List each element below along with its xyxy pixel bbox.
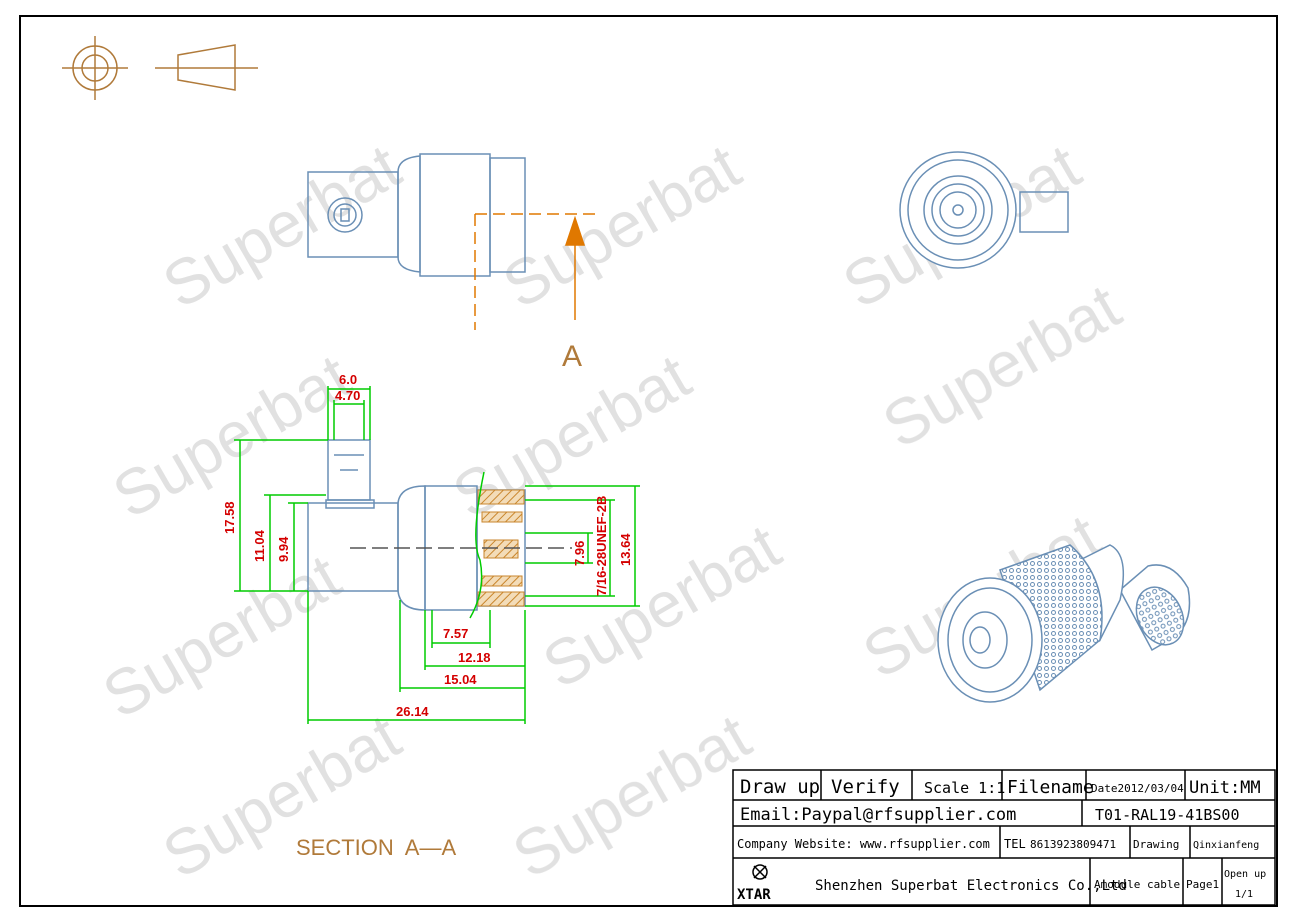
- dim-height-inner: 9.94: [276, 536, 291, 562]
- front-view: [899, 151, 1069, 269]
- dim-pin-width: 4.70: [335, 388, 360, 403]
- dim-len-c: 15.04: [444, 672, 477, 687]
- break-line: [469, 471, 485, 619]
- title-block: [732, 769, 1276, 906]
- tb-draw-up: Draw up: [740, 776, 820, 798]
- tb-brand: XTAR: [737, 887, 771, 903]
- watermark-text: Superbat: [501, 700, 762, 892]
- dim-len-a: 7.57: [443, 626, 468, 641]
- tb-unit: Unit:MM: [1189, 778, 1261, 798]
- dim-top-width: 6.0: [339, 372, 357, 387]
- tb-date: Date2012/03/04: [1091, 782, 1184, 795]
- section-hatching: [477, 489, 525, 607]
- tb-company: Shenzhen Superbat Electronics Co.,Ltd: [815, 878, 1127, 894]
- watermark-text: Superbat: [91, 540, 352, 732]
- tb-open-up: Open up: [1224, 869, 1266, 880]
- dimension-labels: 6.0 4.70 17.58 11.04 9.94 7.96 7/16-28UN…: [222, 372, 633, 719]
- tb-cable: Amodule cable: [1094, 878, 1180, 891]
- tb-filename-label: Filename: [1007, 777, 1094, 798]
- projection-symbol: [62, 36, 258, 100]
- connector-3d-view: [937, 544, 1191, 703]
- watermark-text: Superbat: [151, 130, 412, 322]
- tb-email: Email:Paypal@rfsupplier.com: [740, 805, 1016, 825]
- watermark-text: Superbat: [491, 130, 752, 322]
- dim-len-total: 26.14: [396, 704, 429, 719]
- tb-scale: Scale 1:1: [924, 779, 1005, 797]
- watermark-text: Superbat: [871, 270, 1132, 462]
- dim-len-b: 12.18: [458, 650, 491, 665]
- tb-verify: Verify: [831, 776, 900, 798]
- title-block-text: Draw up Verify Scale 1:1 Filename Date20…: [737, 776, 1266, 903]
- tb-drawer: Qinxianfeng: [1193, 840, 1259, 851]
- section-caption: SECTION A—A: [296, 835, 456, 860]
- tb-tel: 8613923809471: [1030, 838, 1116, 851]
- tb-drawing-label: Drawing: [1133, 838, 1179, 851]
- dim-height-body: 11.04: [252, 529, 267, 562]
- dim-inner-dia: 7.96: [572, 541, 587, 566]
- dim-thread: 7/16-28UNEF-2B: [594, 496, 609, 596]
- tb-tel-label: TEL: [1004, 837, 1026, 851]
- section-marker: A: [562, 340, 582, 373]
- side-view: [307, 153, 526, 277]
- watermark-text: Superbat: [151, 700, 412, 892]
- tb-part-number: T01-RAL19-41BS00: [1095, 806, 1240, 824]
- drawing-border: [19, 15, 1278, 907]
- tb-page: Page1: [1186, 878, 1219, 891]
- dimension-lines: [234, 386, 640, 724]
- dim-outer-dia: 13.64: [618, 533, 633, 566]
- tb-website: Company Website: www.rfsupplier.com: [737, 837, 990, 851]
- section-cut-line: [474, 213, 600, 330]
- xtar-logo-icon: [752, 864, 768, 880]
- tb-open-up-count: 1/1: [1235, 889, 1253, 900]
- dim-height-total: 17.58: [222, 501, 237, 534]
